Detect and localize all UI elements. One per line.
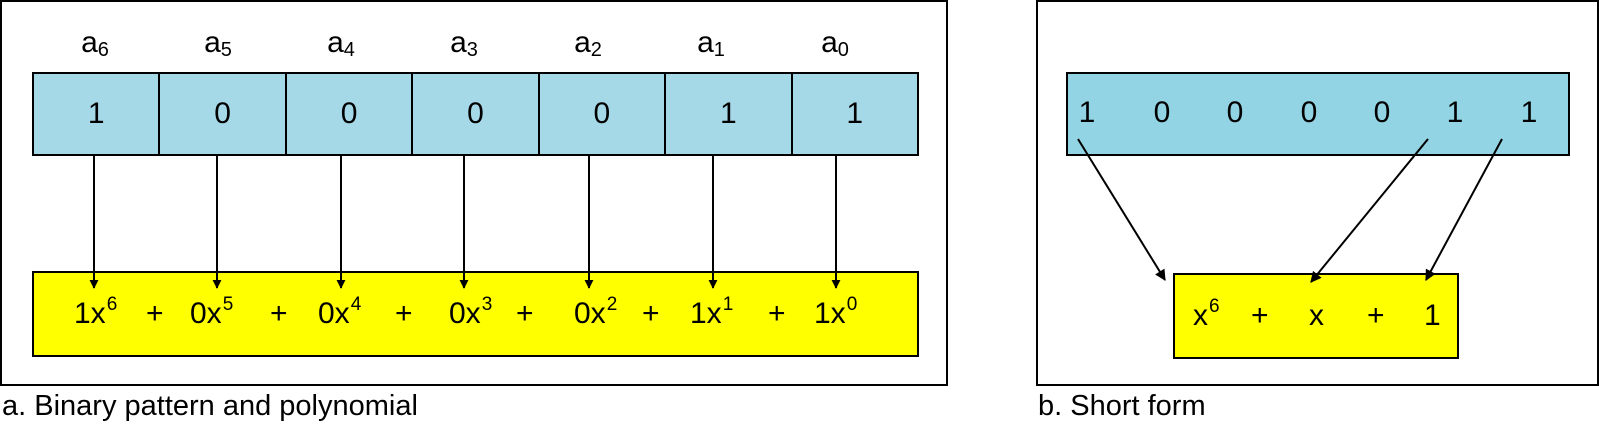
bit-value: 0 bbox=[1300, 96, 1318, 129]
plus-sign: + bbox=[146, 297, 164, 330]
short-form-panel: 1 0 0 0 0 1 1 x6 + x + 1 bbox=[1036, 0, 1599, 386]
bit-label-a6: a6 bbox=[81, 26, 109, 61]
bit-value: 1 bbox=[1520, 96, 1538, 129]
arrow bbox=[1077, 138, 1166, 281]
short-polynomial-box: x6 + x + 1 bbox=[1173, 273, 1459, 359]
polynomial-term: x bbox=[1309, 299, 1324, 332]
polynomial-box: 1x6 + 0x5 + 0x4 + 0x3 + 0x2 + 1x1 + 1x0 bbox=[32, 271, 919, 357]
caption-short-form: b. Short form bbox=[1038, 390, 1206, 422]
bit-cell: 0 bbox=[160, 74, 287, 154]
arrow bbox=[1310, 138, 1429, 283]
polynomial-term: 0x2 bbox=[574, 294, 618, 330]
bit-cell: 1 bbox=[666, 74, 793, 154]
caption-binary-pattern: a. Binary pattern and polynomial bbox=[2, 390, 418, 422]
bit-label-a0: a0 bbox=[821, 26, 849, 61]
polynomial-term: 0x4 bbox=[318, 294, 362, 330]
bit-cell: 1 bbox=[34, 74, 161, 154]
plus-sign: + bbox=[1251, 299, 1269, 332]
bit-value: 0 bbox=[1226, 96, 1244, 129]
plus-sign: + bbox=[395, 297, 413, 330]
short-bit-row: 1 0 0 0 0 1 1 bbox=[1066, 72, 1570, 156]
polynomial-term: x6 bbox=[1193, 296, 1220, 332]
bit-pattern-row: 1 0 0 0 0 1 1 bbox=[32, 72, 919, 156]
bit-cell: 1 bbox=[846, 97, 864, 130]
bit-value: 0 bbox=[1373, 96, 1391, 129]
polynomial-term: 1x0 bbox=[814, 294, 858, 330]
bit-cell: 0 bbox=[287, 74, 414, 154]
short-form-arrows bbox=[1077, 138, 1503, 283]
binary-pattern-panel: a6 a5 a4 a3 a2 a1 a0 1 0 0 0 0 1 1 1x6 +… bbox=[0, 0, 948, 386]
bit-to-term-arrows bbox=[89, 156, 841, 289]
plus-sign: + bbox=[270, 297, 288, 330]
plus-sign: + bbox=[642, 297, 660, 330]
bit-cell: 0 bbox=[413, 74, 540, 154]
bit-label-a3: a3 bbox=[450, 26, 478, 61]
bit-label-a4: a4 bbox=[327, 26, 355, 61]
polynomial-term: 1x6 bbox=[74, 294, 118, 330]
polynomial-term: 0x5 bbox=[190, 294, 234, 330]
polynomial-term: 1x1 bbox=[690, 294, 734, 330]
polynomial-term: 0x3 bbox=[449, 294, 493, 330]
bit-label-a5: a5 bbox=[204, 26, 232, 61]
bit-label-a1: a1 bbox=[697, 26, 725, 61]
plus-sign: + bbox=[1367, 299, 1385, 332]
bit-cell: 0 bbox=[540, 74, 667, 154]
plus-sign: + bbox=[516, 297, 534, 330]
plus-sign: + bbox=[768, 297, 786, 330]
bit-value: 1 bbox=[1078, 96, 1096, 129]
polynomial-term: 1 bbox=[1424, 299, 1441, 332]
arrow bbox=[1425, 138, 1503, 281]
bit-value: 0 bbox=[1153, 96, 1171, 129]
bit-value: 1 bbox=[1446, 96, 1464, 129]
bit-label-a2: a2 bbox=[574, 26, 602, 61]
